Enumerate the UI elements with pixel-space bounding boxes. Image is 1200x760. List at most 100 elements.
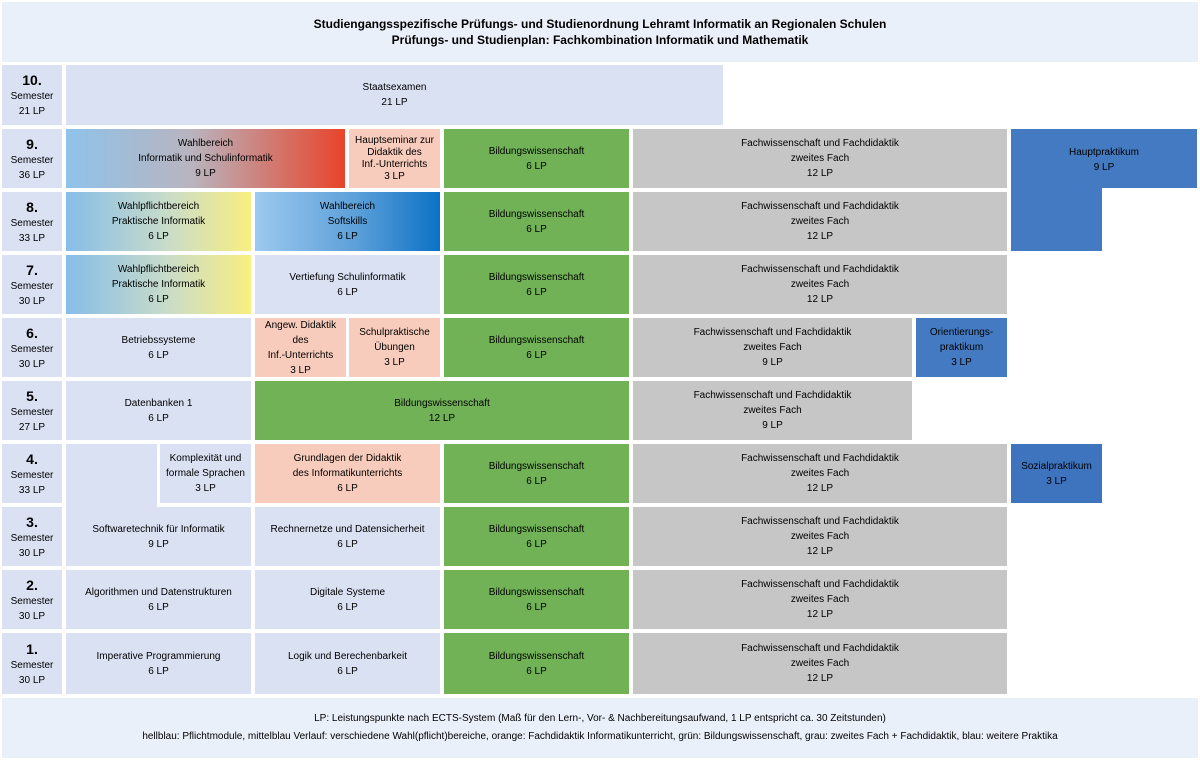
module-name: Rechnernetze und Datensicherheit	[270, 523, 425, 535]
semester-word: Semester	[10, 406, 54, 418]
module-logik: Logik und Berechenbarkeit 6 LP	[255, 633, 440, 694]
module-name: Hauptpraktikum	[1068, 147, 1140, 158]
semester-lp: 30 LP	[18, 295, 46, 307]
semester-word: Semester	[10, 469, 54, 481]
semester-label-3: 3. Semester 30 LP	[2, 507, 62, 566]
module-bildungswissenschaft-3: Bildungswissenschaft 6 LP	[444, 507, 629, 566]
semester-number: 3.	[26, 513, 38, 530]
semester-word: Semester	[10, 91, 54, 102]
module-bildungswissenschaft-2: Bildungswissenschaft 6 LP	[444, 570, 629, 629]
module-name: Fachwissenschaft und Fachdidaktik	[693, 390, 852, 401]
module-name: Digitale Systeme	[309, 586, 386, 598]
semester-number: 6.	[26, 324, 38, 341]
module-name-line2: zweites Fach	[790, 468, 850, 479]
module-fachwissenschaft-3: Fachwissenschaft und Fachdidaktik zweite…	[633, 507, 1007, 566]
module-name: Datenbanken 1	[124, 397, 193, 409]
title-line-2: Prüfungs- und Studienplan: Fachkombinati…	[391, 33, 809, 47]
module-bildungswissenschaft-6: Bildungswissenschaft 6 LP	[444, 318, 629, 377]
semester-lp: 36 LP	[18, 169, 46, 181]
semester-label-6: 6. Semester 30 LP	[2, 318, 62, 377]
module-name: Schulpraktische	[359, 327, 430, 338]
module-lp: 6 LP	[526, 601, 547, 613]
module-name: Bildungswissenschaft	[488, 650, 585, 662]
module-lp: 9 LP	[762, 357, 783, 368]
module-lp: 12 LP	[806, 168, 834, 179]
module-name: Betriebssysteme	[121, 334, 196, 346]
module-wahlbereich-informatik: Wahlbereich Informatik und Schulinformat…	[66, 129, 345, 188]
module-fachwissenschaft-5: Fachwissenschaft und Fachdidaktik zweite…	[633, 381, 912, 440]
semester-word: Semester	[10, 280, 54, 292]
module-name-line2: Praktische Informatik	[111, 216, 206, 227]
module-fachwissenschaft-9: Fachwissenschaft und Fachdidaktik zweite…	[633, 129, 1007, 188]
module-lp: 3 LP	[1046, 475, 1067, 487]
module-name: Bildungswissenschaft	[394, 397, 490, 409]
module-algorithmen: Algorithmen und Datenstrukturen 6 LP	[66, 570, 251, 629]
module-name: Grundlagen der Didaktik	[293, 453, 402, 464]
semester-lp: 30 LP	[18, 674, 46, 686]
module-name-line2: zweites Fach	[790, 216, 850, 227]
semester-number: 9.	[26, 135, 38, 152]
module-lp: 6 LP	[148, 349, 169, 361]
module-name: Fachwissenschaft und Fachdidaktik	[693, 327, 852, 338]
module-staatsexamen: Staatsexamen 21 LP	[66, 65, 723, 125]
semester-word: Semester	[10, 343, 54, 355]
module-lp: 9 LP	[195, 168, 216, 179]
module-name: Fachwissenschaft und Fachdidaktik	[741, 201, 899, 212]
semester-lp: 30 LP	[18, 610, 46, 622]
module-rechnernetze: Rechnernetze und Datensicherheit 6 LP	[255, 507, 440, 566]
module-name: Wahlpflichtbereich	[117, 264, 200, 275]
module-lp: 6 LP	[337, 231, 358, 242]
module-name: Bildungswissenschaft	[488, 523, 585, 535]
semester-word: Semester	[10, 659, 54, 671]
module-softwaretechnik-extension	[66, 444, 157, 510]
semester-word: Semester	[10, 217, 54, 229]
module-bildungswissenschaft-7: Bildungswissenschaft 6 LP	[444, 255, 629, 314]
module-name: Sozialpraktikum	[1021, 460, 1092, 472]
module-lp: 3 LP	[290, 364, 311, 376]
title-line-1: Studiengangsspezifische Prüfungs- und St…	[313, 17, 887, 31]
semester-number: 2.	[26, 576, 38, 593]
semester-lp: 30 LP	[18, 547, 46, 559]
semester-lp: 30 LP	[18, 358, 46, 370]
module-name: Fachwissenschaft und Fachdidaktik	[741, 138, 899, 149]
module-softwaretechnik: Softwaretechnik für Informatik 9 LP	[66, 507, 251, 566]
module-grundlagen-didaktik: Grundlagen der Didaktik des Informatikun…	[255, 444, 440, 503]
module-bildungswissenschaft-8: Bildungswissenschaft 6 LP	[444, 192, 629, 251]
module-name-line2: zweites Fach	[790, 594, 850, 605]
module-name-line2: Übungen	[374, 342, 415, 353]
semester-number: 7.	[26, 261, 38, 278]
module-name-line2: Informatik und Schulinformatik	[138, 153, 273, 164]
module-imperative-programmierung: Imperative Programmierung 6 LP	[66, 633, 251, 694]
module-lp: 12 LP	[806, 673, 834, 684]
module-bildungswissenschaft-4: Bildungswissenschaft 6 LP	[444, 444, 629, 503]
module-lp: 9 LP	[1093, 162, 1115, 173]
module-lp: 6 LP	[148, 412, 169, 424]
module-name: Komplexität und	[169, 453, 242, 464]
module-lp: 6 LP	[526, 223, 547, 235]
module-bildungswissenschaft-1: Bildungswissenschaft 6 LP	[444, 633, 629, 694]
module-lp: 9 LP	[148, 538, 169, 550]
footer-line-1: LP: Leistungspunkte nach ECTS-System (Ma…	[314, 713, 886, 724]
module-fachwissenschaft-7: Fachwissenschaft und Fachdidaktik zweite…	[633, 255, 1007, 314]
semester-number: 1.	[26, 640, 38, 657]
module-hauptpraktikum-extension	[1011, 186, 1102, 251]
module-name: Algorithmen und Datenstrukturen	[85, 586, 232, 598]
module-name-line2: Inf.-Unterrichts	[267, 349, 334, 361]
module-hauptseminar: Hauptseminar zur Didaktik des Inf.-Unter…	[349, 129, 440, 188]
module-name: Bildungswissenschaft	[488, 334, 585, 346]
module-wahlbereich-softskills: Wahlbereich Softskills 6 LP	[255, 192, 440, 251]
module-lp: 12 LP	[806, 546, 834, 557]
semester-number: 4.	[26, 450, 38, 467]
module-lp: 6 LP	[526, 160, 547, 172]
semester-lp: 33 LP	[18, 484, 46, 496]
module-lp: 6 LP	[337, 538, 358, 550]
module-name-line2: formale Sprachen	[166, 468, 245, 479]
module-name-line2: zweites Fach	[743, 342, 802, 353]
semester-word: Semester	[10, 595, 54, 607]
semester-label-7: 7. Semester 30 LP	[2, 255, 62, 314]
module-name-line2: zweites Fach	[743, 405, 802, 416]
footer-line-2: hellblau: Pflichtmodule, mittelblau Verl…	[142, 731, 1058, 742]
module-lp: 6 LP	[148, 601, 169, 613]
semester-word: Semester	[10, 154, 54, 166]
module-angewandte-didaktik: Angew. Didaktik des Inf.-Unterrichts 3 L…	[255, 318, 346, 377]
